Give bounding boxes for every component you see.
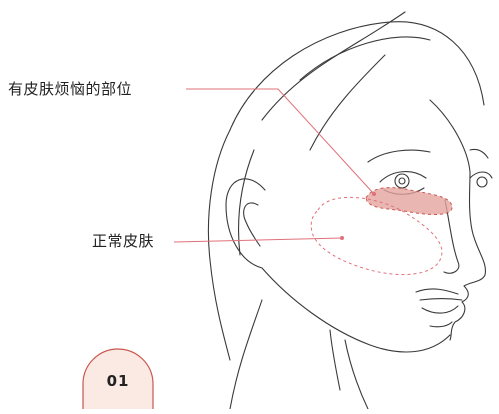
problem-skin-area xyxy=(365,187,453,215)
far-eye xyxy=(469,171,493,179)
normal-skin-label: 正常皮肤 xyxy=(92,232,155,250)
ear xyxy=(225,178,266,269)
pupil xyxy=(398,177,406,185)
callout-dot-normal xyxy=(340,236,344,240)
lip-upper xyxy=(415,288,459,295)
callout-line-problem xyxy=(186,88,375,195)
neck-right xyxy=(344,339,369,410)
step-number: 01 xyxy=(106,372,130,390)
back-hair-inner xyxy=(238,149,255,256)
neck-left xyxy=(229,299,263,410)
jaw xyxy=(261,267,451,353)
neck-shadow xyxy=(329,329,341,391)
far-iris xyxy=(476,176,488,188)
eye-upper xyxy=(379,171,427,183)
iris xyxy=(394,173,410,189)
normal-skin-area xyxy=(310,196,443,276)
eyebrow-right xyxy=(469,148,489,159)
face-profile xyxy=(429,99,487,341)
back-hair xyxy=(207,129,231,361)
step-badge xyxy=(82,348,154,409)
hair-strand-top xyxy=(299,36,431,81)
callout-dot-problem xyxy=(372,192,376,196)
nose xyxy=(443,199,460,274)
eyebrow-left xyxy=(367,149,431,163)
hair-strand-side xyxy=(261,11,406,121)
lip-line xyxy=(419,297,463,301)
problem-skin-label: 有皮肤烦恼的部位 xyxy=(8,80,133,98)
callout-line-normal xyxy=(173,237,343,243)
hair-outline xyxy=(229,21,485,131)
hairline xyxy=(309,54,386,151)
lip-lower xyxy=(421,305,459,314)
chin-crease xyxy=(429,321,453,328)
